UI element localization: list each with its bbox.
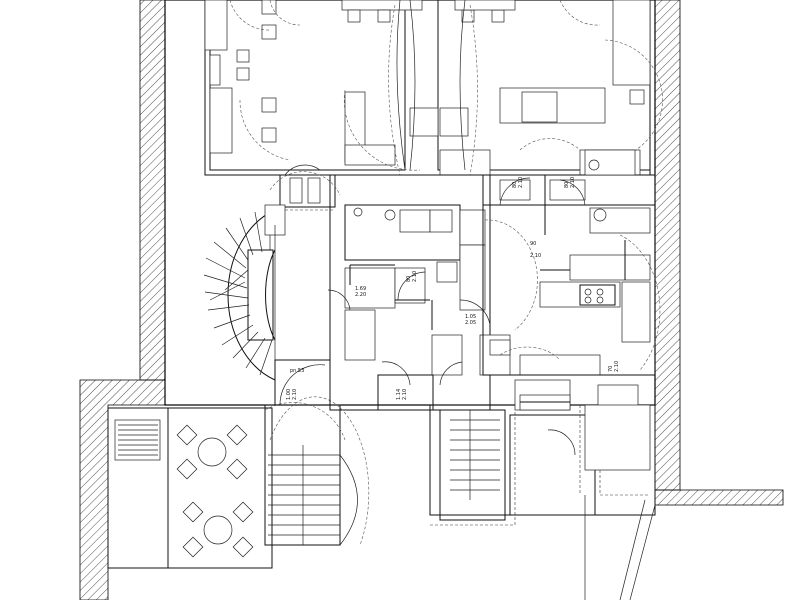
ramp-lines	[584, 495, 656, 600]
dim-label-width: 1.69	[355, 286, 366, 292]
right-lower-retaining-wall	[654, 489, 784, 506]
dim-label-height: 2.10	[402, 389, 408, 400]
dim-label-height: 2.10	[518, 177, 524, 188]
dim-label-width: 80	[512, 182, 518, 188]
dim-label-width: 80	[406, 276, 412, 282]
dim-label-width: 80	[564, 182, 570, 188]
dim-label-height: 2.05	[465, 320, 476, 326]
right-retaining-wall	[654, 0, 681, 491]
dim-label-width: 1.05	[465, 314, 476, 320]
retaining-walls	[79, 0, 784, 600]
dim-label-height: 2.10	[412, 271, 418, 282]
left-lower-retaining-wall	[79, 379, 166, 600]
dimension-labels: 80 2.10 80 2.10 90 2.10 1.69 2.20 80 2.1…	[286, 177, 620, 400]
terrace	[114, 419, 254, 558]
dim-label-width: 1.14	[396, 389, 402, 400]
dim-label-height: 2.10	[292, 389, 298, 400]
dim-label-height: 2.10	[614, 361, 620, 372]
straight-stair	[268, 445, 340, 545]
left-retaining-wall	[139, 0, 166, 381]
lower-stairs	[264, 359, 651, 546]
dim-label-width: 70	[608, 366, 614, 372]
building-outline	[107, 0, 656, 569]
dim-label-width: 1.00	[286, 389, 292, 400]
terrace-table-2	[182, 501, 254, 558]
dim-label-height: 2.10	[570, 177, 576, 188]
dim-label-width: 90	[530, 241, 536, 247]
parapet-mark: pn 53	[290, 368, 304, 374]
upper-lounge	[204, 0, 663, 176]
dim-label-height: 2.10	[530, 253, 541, 259]
terrace-table-1	[176, 424, 248, 480]
lounge-entrance	[269, 164, 341, 211]
dim-label-height: 2.20	[355, 292, 366, 298]
spiral-staircase	[203, 204, 286, 381]
